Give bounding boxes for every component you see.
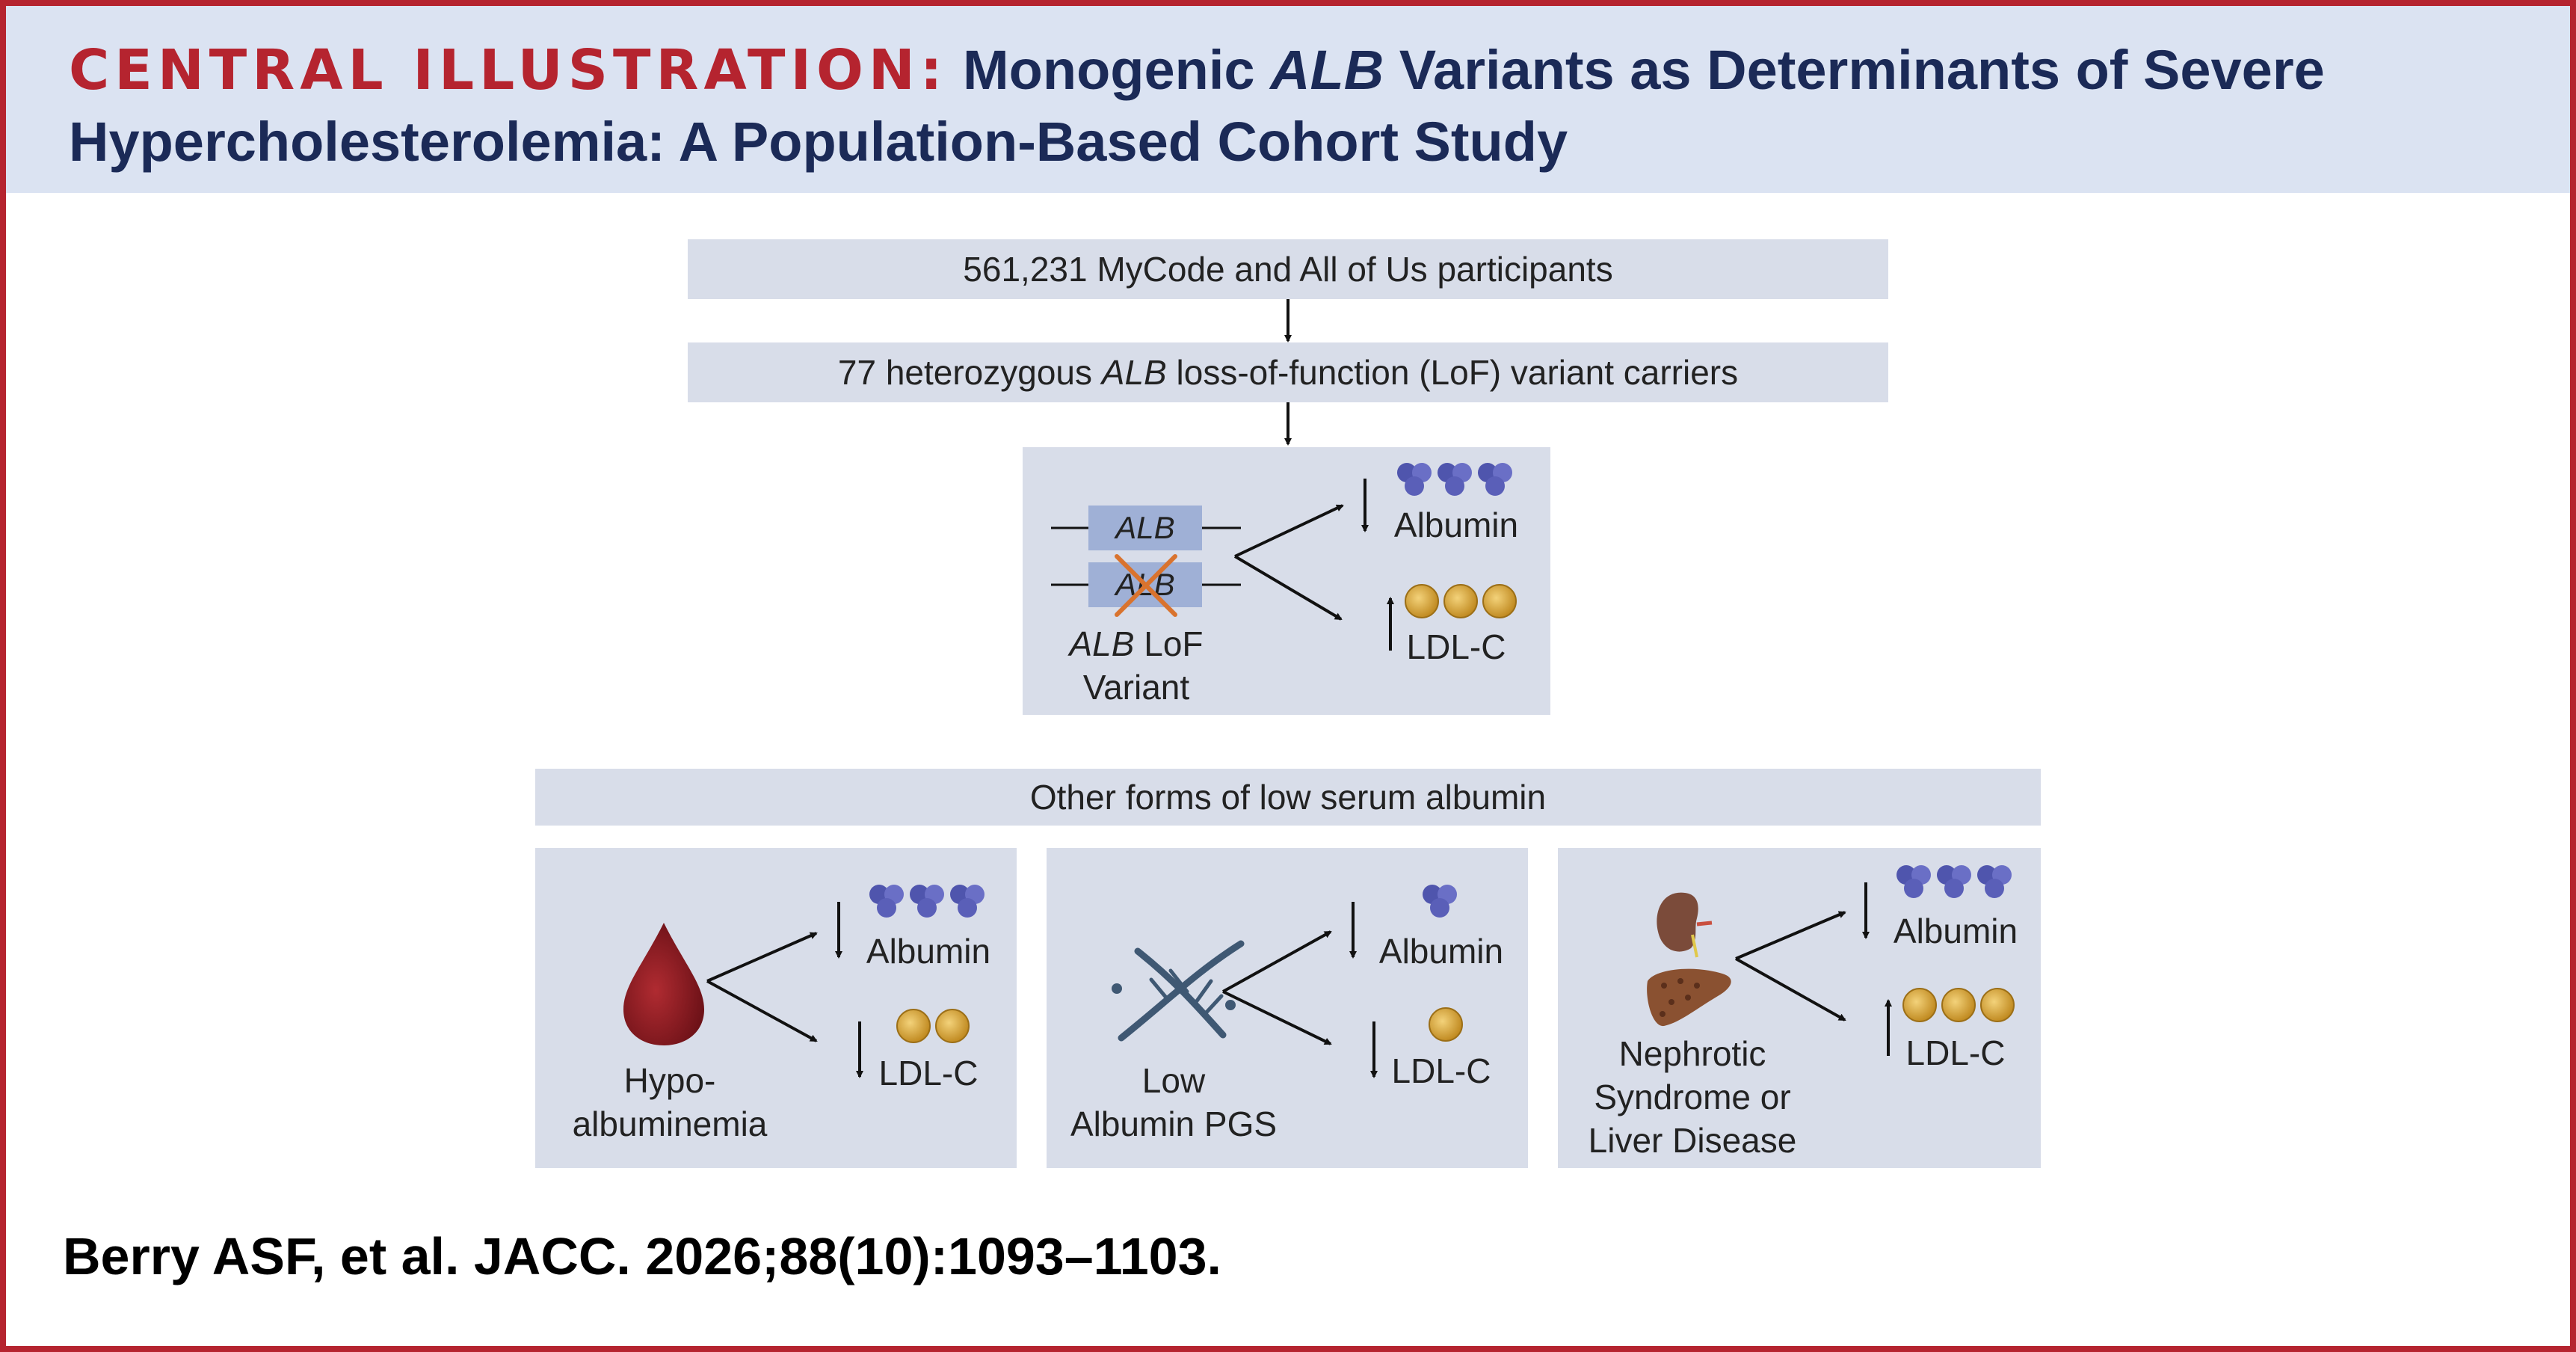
other-forms-text: Other forms of low serum albumin xyxy=(1029,778,1547,817)
albumin-protein-icon xyxy=(1423,885,1457,918)
lof-ldl-label: LDL-C xyxy=(1406,627,1506,666)
panel2-albumin-label: Albumin xyxy=(1378,932,1504,971)
albumin-protein-icon xyxy=(1397,463,1432,496)
cross-icon xyxy=(1115,554,1177,617)
gene-label-normal: ALB xyxy=(1115,510,1175,545)
ldl-particle-icon xyxy=(1941,988,1976,1022)
dna-icon xyxy=(1112,940,1245,1042)
panel1-name-line1: Hypo- xyxy=(623,1061,716,1100)
kidney-icon xyxy=(1657,892,1713,958)
ldl-particle-icon xyxy=(935,1009,970,1043)
panel2-ldl-label: LDL-C xyxy=(1391,1051,1491,1090)
albumin-protein-icon xyxy=(1937,865,1971,898)
albumin-protein-icon xyxy=(950,885,985,918)
panel2-ldl-particles xyxy=(1429,1007,1463,1042)
lof-albumin-proteins xyxy=(1397,463,1512,496)
panel3-name: Nephrotic Syndrome or Liver Disease xyxy=(1565,1032,1819,1162)
panel3-ldl-particles xyxy=(1902,988,2015,1022)
albumin-protein-icon xyxy=(1478,463,1512,496)
ldl-particle-icon xyxy=(896,1009,931,1043)
blood-drop-icon xyxy=(623,923,704,1045)
other-forms-header: Other forms of low serum albumin xyxy=(535,769,2041,826)
gene-box-normal: ALB xyxy=(1088,506,1202,550)
panel3-ldl-label: LDL-C xyxy=(1905,1033,2006,1072)
panel2-albumin-proteins xyxy=(1423,885,1457,918)
ldl-particle-icon xyxy=(1980,988,2015,1022)
panel3-albumin-proteins xyxy=(1896,865,2012,898)
title-gene-italic: ALB xyxy=(1270,39,1384,101)
liver-icon xyxy=(1647,968,1731,1027)
variant-lof-text: LoF xyxy=(1144,624,1204,663)
albumin-protein-icon xyxy=(1896,865,1931,898)
panel1-ldl-particles xyxy=(896,1009,970,1043)
title-text-2: Variants as Determinants of Severe Hyper… xyxy=(69,39,2325,173)
step2-gene: ALB xyxy=(1101,353,1167,392)
variant-text: Variant xyxy=(1082,668,1190,707)
step2-suffix: loss-of-function (LoF) variant carriers xyxy=(1176,353,1739,392)
citation: Berry ASF, et al. JACC. 2026;88(10):1093… xyxy=(63,1227,1221,1285)
panel1-albumin-proteins xyxy=(869,885,985,918)
step2-prefix: 77 heterozygous xyxy=(837,353,1093,392)
central-illustration-label: CENTRAL ILLUSTRATION: xyxy=(69,38,948,102)
ldl-particle-icon xyxy=(1482,584,1517,618)
panel3-albumin-label: Albumin xyxy=(1893,912,2018,950)
step2-box: 77 heterozygous ALB loss-of-function (Lo… xyxy=(688,342,1888,402)
albumin-protein-icon xyxy=(1977,865,2012,898)
variant-gene-italic: ALB xyxy=(1069,624,1135,663)
albumin-protein-icon xyxy=(869,885,904,918)
lof-ldl-particles xyxy=(1405,584,1517,618)
albumin-protein-icon xyxy=(910,885,944,918)
albumin-protein-icon xyxy=(1438,463,1472,496)
panel2-name: Low Albumin PGS xyxy=(1054,1059,1293,1146)
gene-lines xyxy=(1051,526,1241,586)
panel2-name-line1: Low xyxy=(1141,1061,1206,1100)
panel1-name: Hypo- albuminemia xyxy=(543,1059,797,1146)
panel2-name-line2: Albumin PGS xyxy=(1070,1104,1278,1143)
ldl-particle-icon xyxy=(1405,584,1439,618)
panel1-arrows xyxy=(706,902,863,1078)
panel1-albumin-label: Albumin xyxy=(866,932,991,971)
lof-albumin-label: Albumin xyxy=(1393,506,1519,544)
panel2-arrows xyxy=(1222,902,1378,1078)
panel3-arrows xyxy=(1735,882,1892,1056)
figure-title: CENTRAL ILLUSTRATION: Monogenic ALB Vari… xyxy=(69,34,2521,178)
step1-text: 561,231 MyCode and All of Us participant… xyxy=(963,250,1613,289)
panel3-name-line3: Liver Disease xyxy=(1588,1121,1797,1160)
header-banner: CENTRAL ILLUSTRATION: Monogenic ALB Vari… xyxy=(6,6,2570,193)
panel3-name-line2: Syndrome or xyxy=(1594,1078,1791,1116)
title-text-1: Monogenic xyxy=(963,39,1255,101)
panel1-name-line2: albuminemia xyxy=(572,1104,768,1143)
ldl-particle-icon xyxy=(1429,1007,1463,1042)
lof-branch-arrows xyxy=(1233,479,1394,651)
panel3-name-line1: Nephrotic xyxy=(1618,1034,1766,1073)
ldl-particle-icon xyxy=(1902,988,1937,1022)
ldl-particle-icon xyxy=(1443,584,1478,618)
step1-box: 561,231 MyCode and All of Us participant… xyxy=(688,239,1888,299)
panel1-ldl-label: LDL-C xyxy=(878,1054,979,1093)
lof-variant-label: ALB LoF Variant xyxy=(1039,622,1233,709)
